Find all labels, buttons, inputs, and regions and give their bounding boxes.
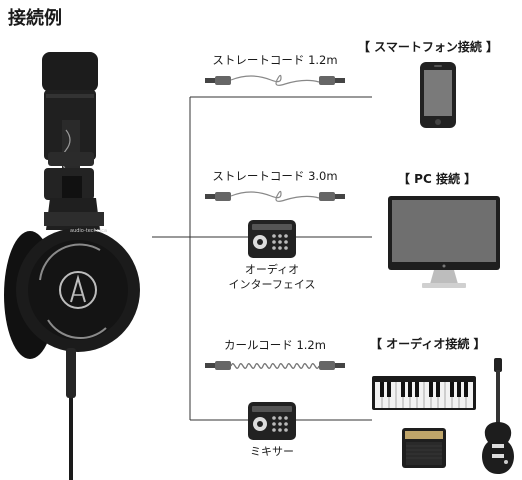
audio-interface-icon (248, 220, 296, 258)
section-audio: 【 オーディオ接続 】 (370, 337, 486, 351)
cable-label-straight-3: ストレートコード 3.0m (212, 169, 338, 183)
coiled-cable-icon (205, 361, 345, 370)
audio-interface-caption-line1: オーディオ (244, 263, 300, 276)
straight-cable-icon (205, 74, 345, 86)
section-pc: 【 PC 接続 】 (398, 172, 477, 186)
svg-text:audio-technica: audio-technica (70, 228, 107, 234)
audio-interface-caption: オーディオ インターフェイス (210, 262, 334, 292)
monitor-icon (388, 196, 500, 288)
amplifier-icon (402, 428, 446, 468)
keyboard-icon (372, 376, 476, 410)
headphones-icon: audio-technica (4, 52, 140, 480)
page-title: 接続例 (8, 8, 62, 29)
audio-interface-caption-line2: インターフェイス (228, 278, 316, 291)
mixer-icon (248, 402, 296, 440)
guitar-icon (482, 358, 514, 474)
section-smartphone: 【 スマートフォン接続 】 (358, 40, 498, 54)
cable-label-straight-1: ストレートコード 1.2m (212, 53, 338, 67)
cable-label-coiled: カールコード 1.2m (224, 338, 326, 352)
smartphone-icon (420, 62, 456, 128)
mixer-caption: ミキサー (250, 445, 294, 458)
straight-cable-icon (205, 190, 345, 202)
